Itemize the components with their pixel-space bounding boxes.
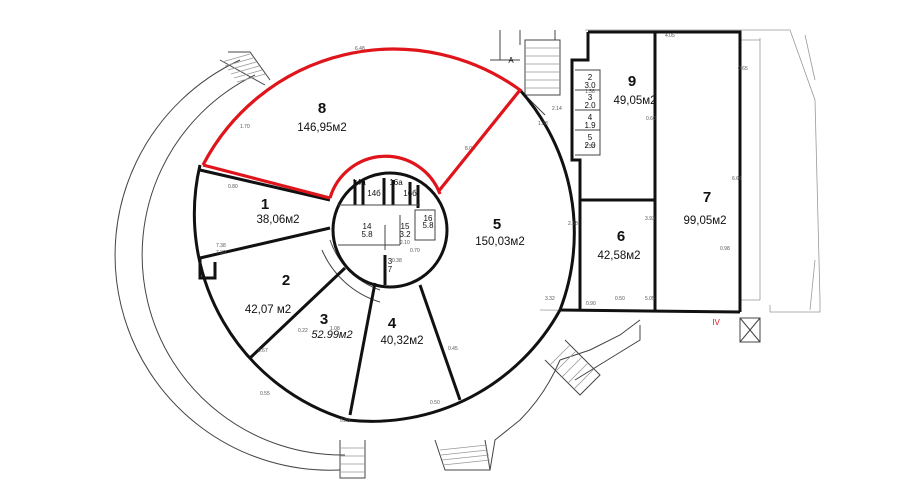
room-label-2: 2 42,07 м2: [245, 272, 291, 316]
room-label-9: 9 49,05м2: [613, 73, 656, 107]
svg-text:1.9: 1.9: [584, 121, 596, 130]
axis-markers: А IV: [508, 56, 720, 327]
svg-text:2.53: 2.53: [585, 144, 595, 150]
svg-text:5: 5: [588, 133, 593, 142]
svg-text:2.10: 2.10: [400, 240, 410, 246]
svg-text:5.8: 5.8: [422, 221, 434, 230]
svg-text:1.70: 1.70: [240, 124, 250, 130]
svg-text:0.70: 0.70: [410, 248, 420, 254]
room-label-3: 3 52.99м2: [311, 311, 352, 341]
svg-text:5.8: 5.8: [361, 230, 373, 239]
svg-text:14б: 14б: [367, 189, 381, 198]
svg-text:0.38: 0.38: [392, 258, 402, 264]
svg-text:14а: 14а: [352, 178, 366, 187]
svg-text:38,06м2: 38,06м2: [256, 214, 299, 226]
room-label-4: 4 40,32м2: [380, 315, 423, 347]
svg-text:0.22: 0.22: [298, 328, 308, 334]
stack-rooms: 2 3.0 3 2.0 4 1.9 5 2.0: [584, 73, 596, 150]
outer-ring: [114, 30, 641, 479]
svg-text:3.93: 3.93: [645, 216, 655, 222]
svg-text:7: 7: [703, 189, 711, 206]
svg-text:16б: 16б: [403, 189, 417, 198]
svg-text:3: 3: [320, 311, 328, 328]
svg-text:3.0: 3.0: [584, 81, 596, 90]
room-label-1: 1 38,06м2: [256, 196, 299, 226]
room-label-6: 6 42,58м2: [597, 228, 640, 262]
svg-text:14: 14: [363, 222, 372, 231]
svg-text:0.45: 0.45: [448, 346, 458, 352]
svg-text:2: 2: [588, 73, 593, 82]
svg-text:5.05: 5.05: [645, 296, 655, 302]
svg-text:99,05м2: 99,05м2: [683, 215, 726, 227]
svg-text:6: 6: [617, 228, 625, 245]
stair-left: [219, 51, 271, 86]
svg-text:1.38: 1.38: [538, 121, 548, 127]
svg-text:16а: 16а: [389, 178, 403, 187]
svg-text:5: 5: [493, 216, 501, 233]
axis-marker-iv: IV: [712, 318, 720, 327]
walls: [192, 30, 742, 423]
svg-text:3.32: 3.32: [545, 296, 555, 302]
svg-text:0.80: 0.80: [228, 184, 238, 190]
svg-text:42,07 м2: 42,07 м2: [245, 304, 291, 316]
room-label-8: 8 146,95м2: [297, 100, 346, 134]
svg-text:0.50: 0.50: [615, 296, 625, 302]
stair-right: [544, 339, 601, 396]
svg-text:3.2: 3.2: [399, 230, 411, 239]
svg-text:7.38: 7.38: [216, 243, 226, 249]
room-8-highlight: [201, 47, 523, 200]
svg-text:4.05: 4.05: [665, 33, 675, 39]
svg-text:0.90: 0.90: [586, 301, 596, 307]
svg-text:0.98: 0.98: [720, 246, 730, 252]
svg-text:8: 8: [318, 100, 326, 117]
svg-text:42,58м2: 42,58м2: [597, 250, 640, 262]
svg-text:4: 4: [388, 315, 397, 332]
svg-text:6.66: 6.66: [732, 176, 742, 182]
svg-text:2.58: 2.58: [568, 221, 578, 227]
svg-text:16: 16: [424, 214, 433, 223]
svg-text:7: 7: [388, 265, 393, 274]
svg-text:146,95м2: 146,95м2: [297, 122, 346, 134]
svg-text:0.65: 0.65: [738, 66, 748, 72]
svg-text:52.99м2: 52.99м2: [311, 329, 352, 341]
svg-text:3: 3: [388, 257, 393, 266]
svg-text:0.23: 0.23: [340, 418, 350, 424]
svg-text:40,32м2: 40,32м2: [380, 335, 423, 347]
svg-text:0.60: 0.60: [646, 116, 656, 122]
svg-text:49,05м2: 49,05м2: [613, 95, 656, 107]
dimension-labels: 6.48 0.80 4.05 2.14 8.01 1.58 2.53 0.50 …: [216, 33, 748, 424]
svg-text:150,03м2: 150,03м2: [475, 236, 524, 248]
svg-text:1.08: 1.08: [330, 326, 340, 332]
svg-text:1: 1: [261, 196, 269, 213]
axis-marker-a: А: [508, 56, 514, 65]
svg-text:0.67: 0.67: [258, 348, 268, 354]
svg-text:4: 4: [588, 113, 593, 122]
room-label-7: 7 99,05м2: [683, 189, 726, 227]
svg-text:3: 3: [588, 93, 593, 102]
svg-text:1.58: 1.58: [585, 89, 595, 95]
svg-text:2.14: 2.14: [552, 106, 562, 112]
svg-text:9: 9: [628, 73, 636, 90]
svg-text:2.0: 2.0: [584, 101, 596, 110]
stair-bottom: [339, 439, 491, 479]
svg-text:0.50: 0.50: [430, 400, 440, 406]
svg-text:0.55: 0.55: [260, 391, 270, 397]
room-label-5: 5 150,03м2: [475, 216, 524, 248]
svg-text:7.39: 7.39: [216, 250, 226, 256]
svg-text:15: 15: [401, 222, 410, 231]
svg-text:8.01: 8.01: [465, 146, 475, 152]
svg-text:2.0: 2.0: [584, 141, 596, 150]
inner-small-rooms: 14а 14б 16а 16б 14 5.8 15 3.2 16 5.8 3 7: [352, 178, 434, 274]
svg-text:6.48: 6.48: [355, 46, 365, 52]
svg-text:2: 2: [282, 272, 290, 289]
